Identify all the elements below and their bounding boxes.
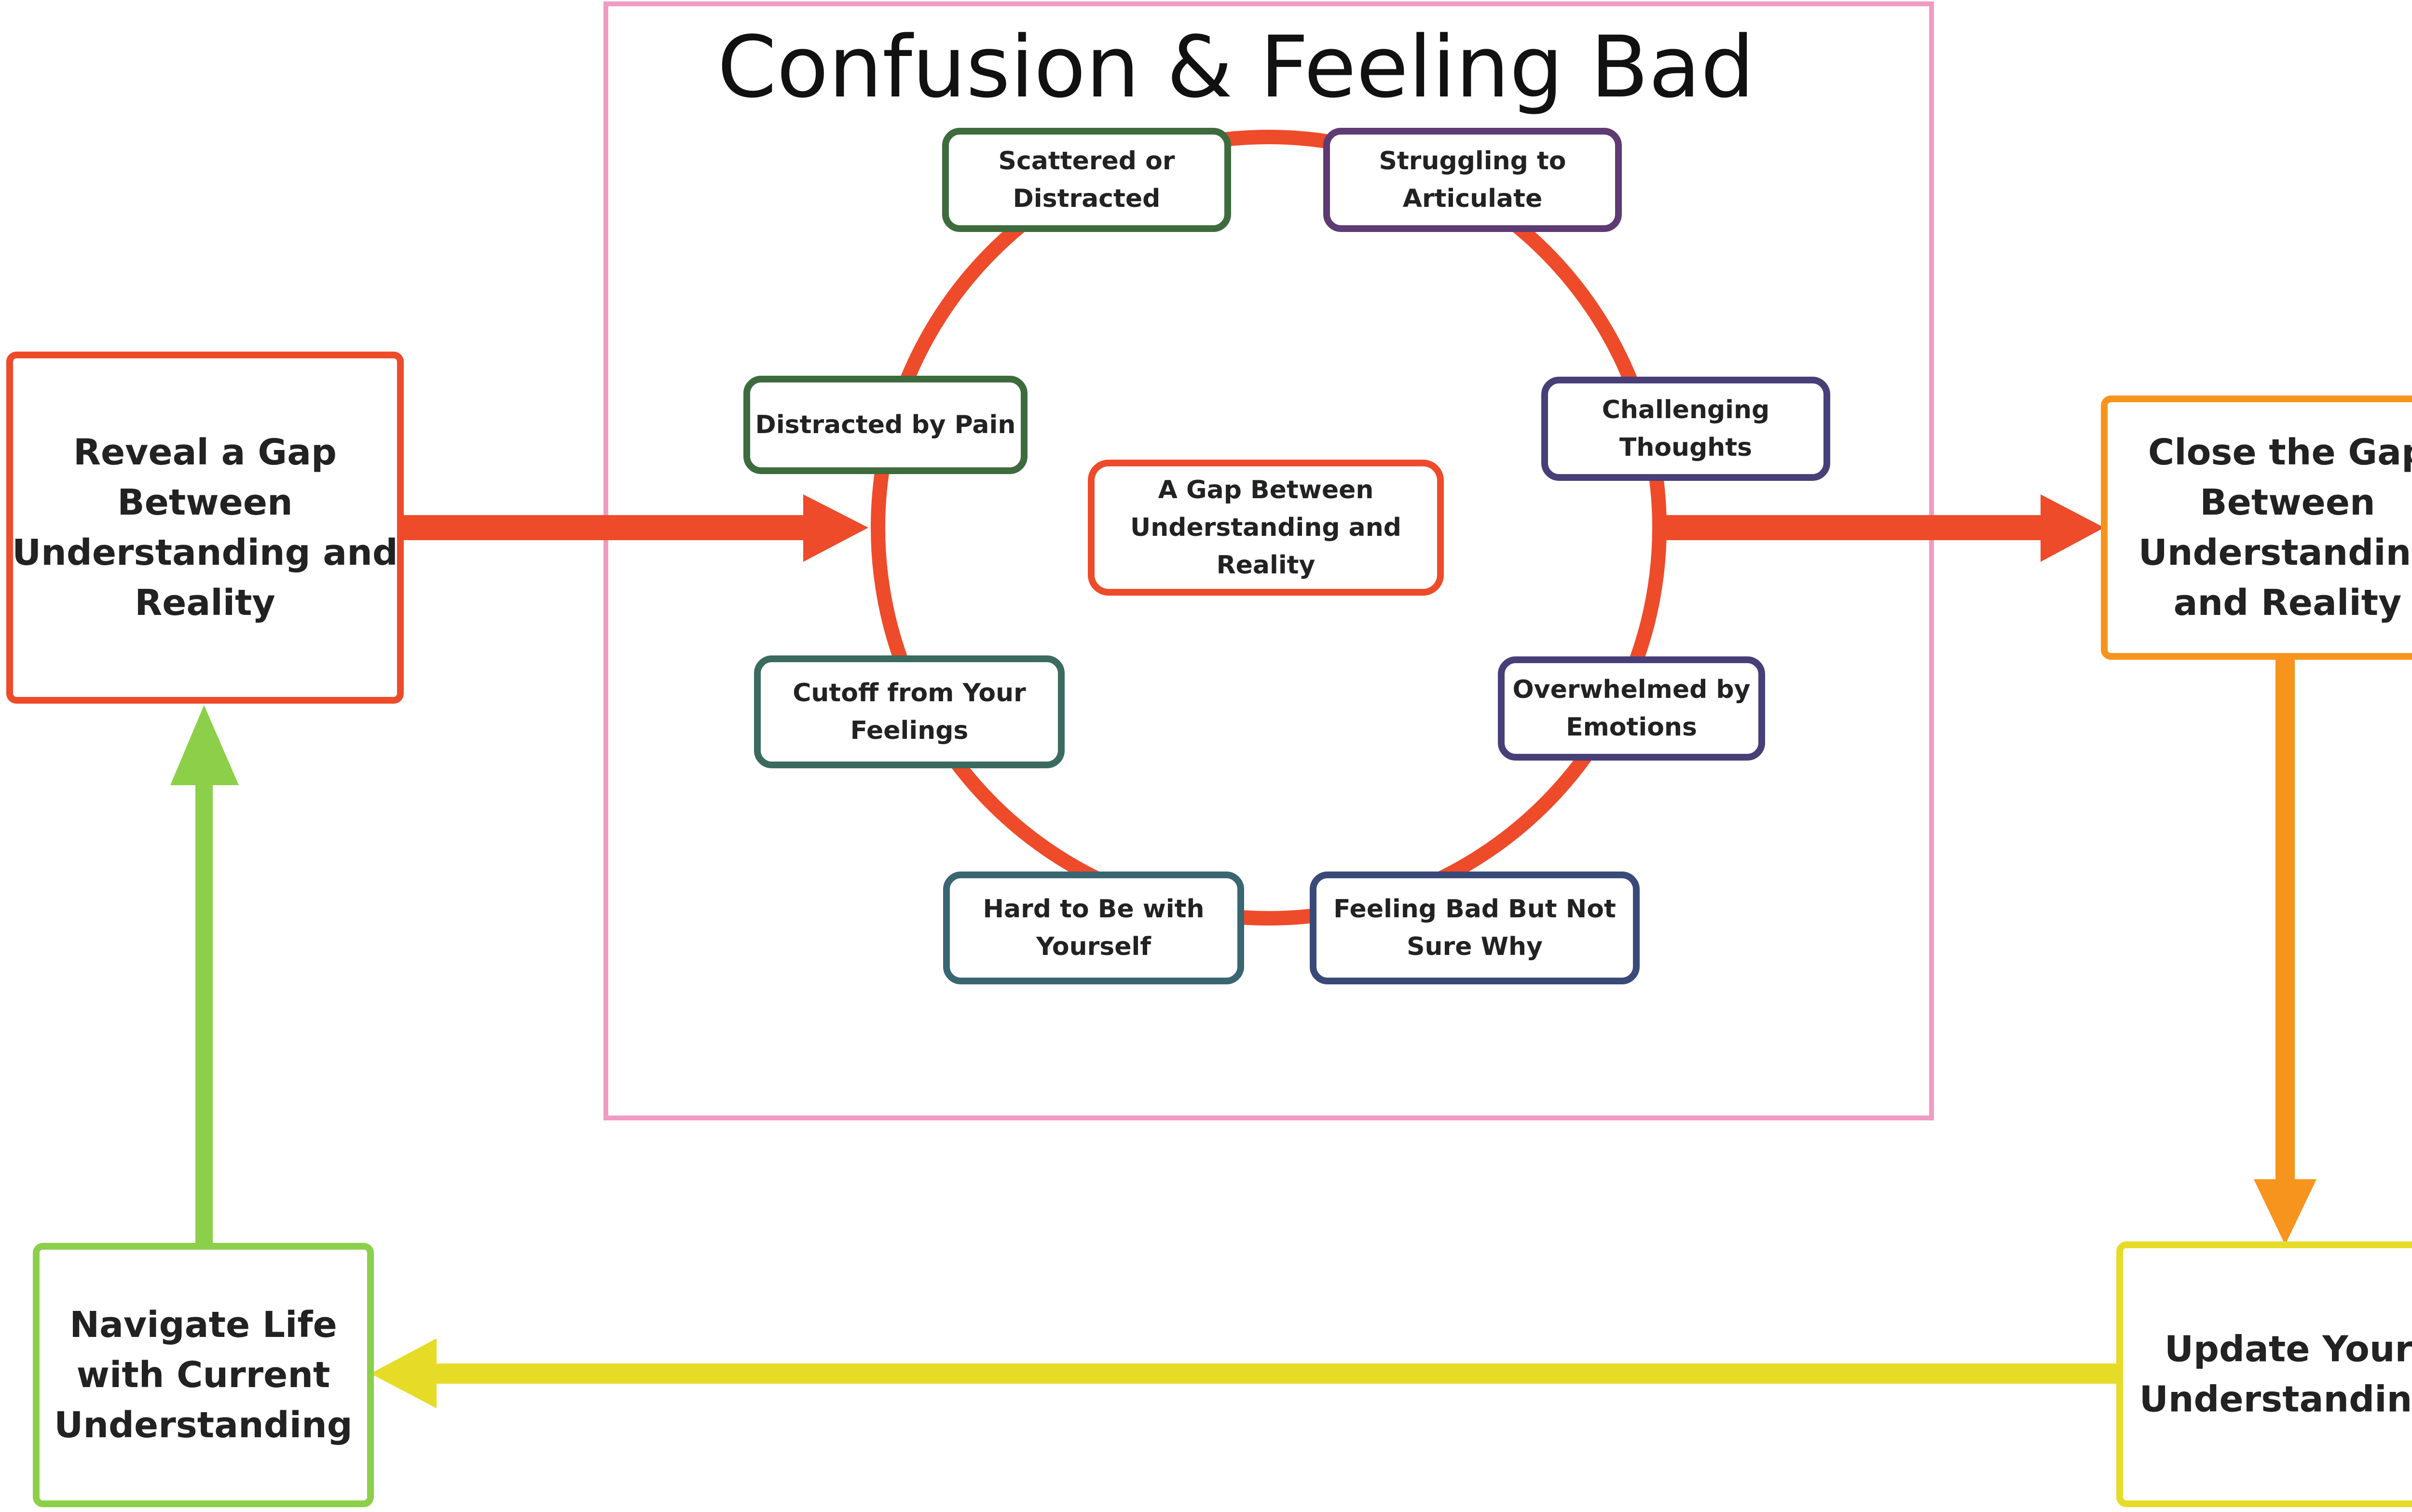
confusion-frame: [603, 1, 1934, 1120]
node-box: [1310, 872, 1640, 984]
node-label-line: Yourself: [1036, 932, 1151, 961]
node-label-line: Scattered or: [999, 147, 1175, 176]
node-label-line: Distracted by Pain: [755, 410, 1016, 439]
node-box: [743, 376, 1028, 474]
node-label-line: Articulate: [1403, 184, 1542, 213]
node-label-line: Understanding: [2139, 1379, 2412, 1420]
node-label-line: Feeling Bad But Not: [1333, 895, 1616, 924]
node-label-line: Navigate Life: [69, 1304, 337, 1346]
arrow-update-to-navigate: [370, 1338, 2120, 1408]
node-label-line: Understanding and: [1130, 513, 1401, 542]
node-label-line: Understanding: [54, 1404, 352, 1446]
node-box: [754, 655, 1065, 768]
node-label-line: Hard to Be with: [983, 895, 1204, 924]
node-label-line: Understanding: [2138, 532, 2412, 573]
node-label-line: Thoughts: [1619, 433, 1752, 462]
frame-title: Confusion & Feeling Bad: [717, 18, 1754, 117]
node-label-line: Struggling to: [1379, 147, 1566, 176]
arrow-navigate-to-reveal: [170, 705, 239, 1246]
node-box: [2101, 395, 2412, 660]
node-box: [33, 1243, 374, 1507]
arrow-reveal-to-ring: [400, 494, 868, 562]
arrow-ring-to-close: [1664, 494, 2104, 562]
node-label-line: Reveal a Gap: [73, 432, 337, 473]
arrow-close-to-update: [2254, 656, 2316, 1245]
node-box: [1323, 128, 1622, 232]
node-label-line: Between: [2200, 482, 2375, 523]
node-box: [1088, 460, 1444, 596]
node-box: [1498, 656, 1765, 761]
node-box: [943, 872, 1244, 984]
ring-node-distracted-pain: Distracted by Pain: [743, 376, 1028, 474]
node-label-line: Emotions: [1566, 713, 1697, 742]
node-box: [6, 352, 404, 704]
node-label-line: Challenging: [1602, 395, 1770, 424]
node-label-line: Distracted: [1013, 184, 1161, 213]
node-label-line: with Current: [77, 1354, 330, 1396]
node-label-line: Feelings: [850, 716, 969, 745]
ring-node-overwhelmed: Overwhelmed by Emotions: [1498, 656, 1765, 761]
node-label-line: Cutoff from Your: [793, 679, 1026, 708]
node-label-line: and Reality: [2174, 582, 2402, 624]
ring-node-scattered: Scattered or Distracted: [942, 128, 1231, 232]
node-label-line: Reality: [1217, 551, 1316, 580]
node-label-line: Understanding and: [12, 532, 398, 573]
node-label-line: Overwhelmed by: [1512, 675, 1750, 704]
node-label-line: A Gap Between: [1158, 476, 1374, 504]
node-label-line: Between: [117, 482, 292, 523]
node-label-line: Close the Gap: [2148, 432, 2412, 473]
node-box: [2116, 1241, 2412, 1507]
node-label-line: Update Your: [2165, 1329, 2412, 1370]
ring-node-struggling: Struggling to Articulate: [1323, 128, 1622, 232]
node-box: [1541, 377, 1830, 481]
node-label-line: Sure Why: [1407, 932, 1543, 961]
confusion-ring: [871, 130, 1667, 926]
node-box: [942, 128, 1231, 232]
node-label-line: Reality: [135, 582, 275, 624]
